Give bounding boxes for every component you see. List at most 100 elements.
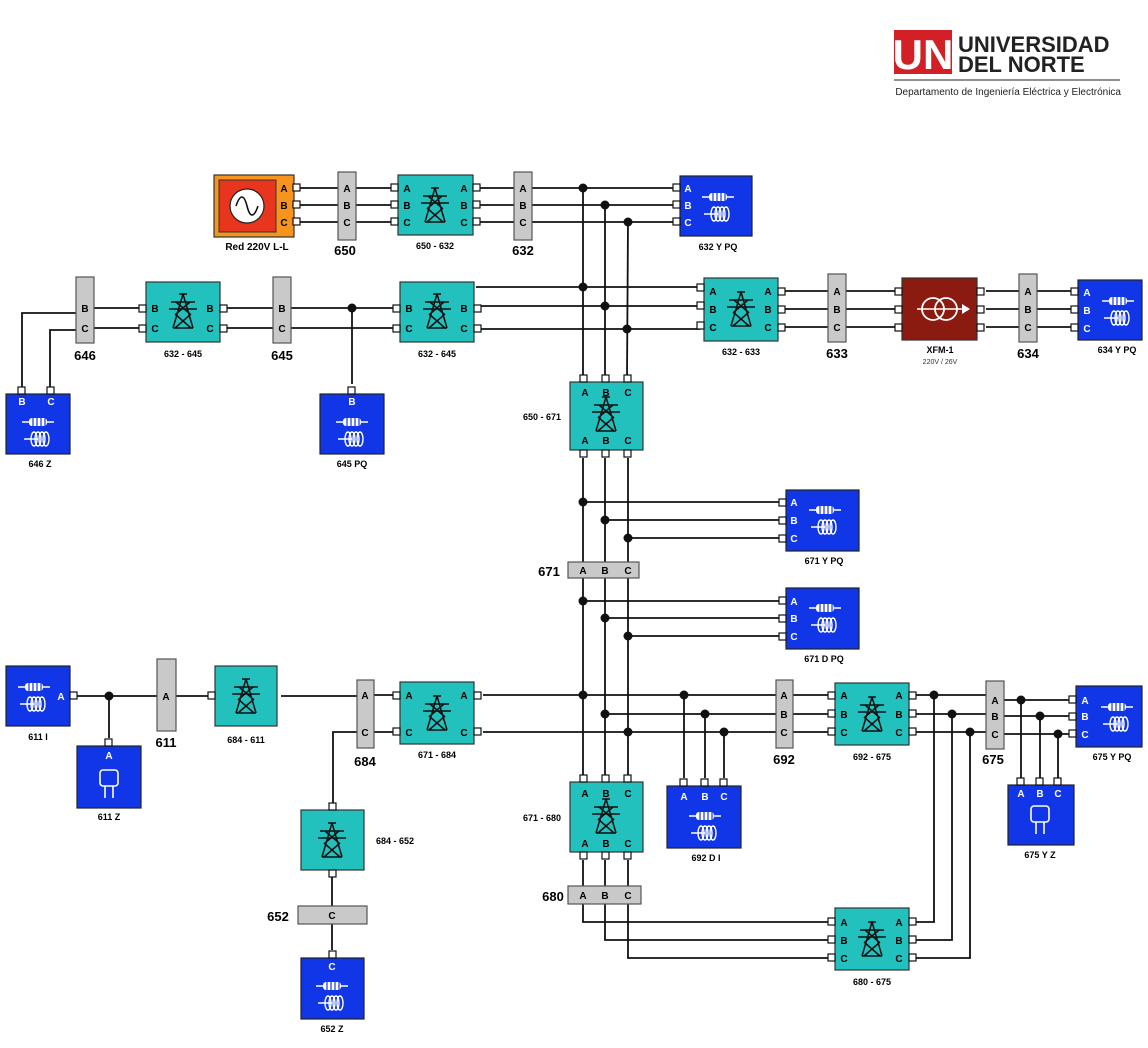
bus-671-phase-a: A <box>579 566 586 577</box>
load-645[interactable]: B <box>319 386 385 455</box>
load-632-phase-a: A <box>684 184 691 195</box>
load-675pq-phase-a: A <box>1081 696 1088 707</box>
line-632-645-left[interactable]: B C B C <box>138 281 228 343</box>
bus-611-phase-a: A <box>162 692 169 703</box>
load-645-phase-b: B <box>348 397 355 408</box>
bus-652[interactable]: C <box>297 905 368 925</box>
line-650-632-in-a: A <box>403 184 410 195</box>
load-692-phase-b: B <box>701 792 708 803</box>
bus-632-phase-b: B <box>519 201 526 212</box>
line-684-611[interactable] <box>207 665 278 727</box>
load-646[interactable]: B C <box>5 386 71 455</box>
line-680-675-in-b: B <box>840 936 847 947</box>
line-692-675-in-b: B <box>840 710 847 721</box>
load-634-phase-c: C <box>1083 324 1090 335</box>
load-692[interactable]: A B C <box>666 778 742 849</box>
line-650-671-in-c: C <box>624 388 631 399</box>
bus-692-label: 692 <box>773 752 795 767</box>
line-632-633[interactable]: A B C A B C <box>696 277 786 342</box>
line-671-684-in-c: C <box>405 728 412 739</box>
logo-department: Departamento de Ingeniería Eléctrica y E… <box>895 87 1121 98</box>
bus-634-phase-b: B <box>1024 305 1031 316</box>
load-675z[interactable]: A B C <box>1007 777 1075 846</box>
bus-671[interactable]: A B C <box>567 561 640 579</box>
bus-652-phase-c: C <box>328 911 335 922</box>
bus-645[interactable]: B C <box>272 276 292 344</box>
load-652-label: 652 Z <box>320 1024 344 1034</box>
load-671d-phase-c: C <box>790 632 797 643</box>
line-680-675-in-a: A <box>840 918 847 929</box>
line-632-645-left-out-b: B <box>206 304 213 315</box>
line-671-680[interactable]: A B C A B C <box>569 774 644 860</box>
bus-650-label: 650 <box>334 243 356 258</box>
bus-611[interactable]: A <box>156 658 177 732</box>
bus-684-phase-a: A <box>361 691 368 702</box>
transformer-xfm1[interactable] <box>894 277 985 341</box>
bus-684[interactable]: A C <box>356 679 375 749</box>
load-671-phase-a: A <box>790 498 797 509</box>
bus-680-phase-c: C <box>624 891 631 902</box>
bus-684-label: 684 <box>354 754 376 769</box>
load-611i[interactable]: A <box>5 665 78 727</box>
line-650-671-label: 650 - 671 <box>523 412 561 422</box>
bus-675[interactable]: A B C <box>985 680 1005 750</box>
line-650-671-out-c: C <box>624 436 631 447</box>
line-671-680-in-b: B <box>602 789 609 800</box>
load-634[interactable]: A B C <box>1070 279 1143 341</box>
bus-680[interactable]: A B C <box>567 885 642 905</box>
load-671d[interactable]: A B C <box>778 587 860 650</box>
bus-646-label: 646 <box>74 348 96 363</box>
bus-650-phase-c: C <box>343 218 350 229</box>
line-650-671-out-a: A <box>581 436 588 447</box>
load-632-phase-b: B <box>684 201 691 212</box>
load-671[interactable]: A B C <box>778 489 860 552</box>
bus-633-phase-a: A <box>833 287 840 298</box>
load-611i-label: 611 I <box>28 732 48 742</box>
load-632[interactable]: A B C <box>672 175 753 237</box>
bus-646[interactable]: B C <box>75 276 95 344</box>
bus-692-phase-b: B <box>780 710 787 721</box>
bus-652-label: 652 <box>267 909 289 924</box>
bus-675-label: 675 <box>982 752 1004 767</box>
line-632-633-out-a: A <box>764 287 771 298</box>
load-645-label: 645 PQ <box>337 459 368 469</box>
bus-692[interactable]: A B C <box>775 679 794 749</box>
line-680-675-label: 680 - 675 <box>853 977 891 987</box>
bus-633-label: 633 <box>826 346 848 361</box>
university-logo: UN UNIVERSIDAD DEL NORTE Departamento de… <box>893 30 1121 98</box>
line-632-645-left-in-c: C <box>151 324 158 335</box>
load-671d-phase-b: B <box>790 614 797 625</box>
line-650-632-out-c: C <box>460 218 467 229</box>
line-680-675-in-c: C <box>840 954 847 965</box>
load-675pq-label: 675 Y PQ <box>1093 752 1132 762</box>
load-675pq-phase-b: B <box>1081 712 1088 723</box>
line-632-645-right[interactable]: B C B C <box>392 281 482 343</box>
bus-692-phase-a: A <box>780 691 787 702</box>
line-692-675-label: 692 - 675 <box>853 752 891 762</box>
load-652-phase-c: C <box>328 962 335 973</box>
bus-645-phase-c: C <box>278 324 285 335</box>
load-675z-label: 675 Y Z <box>1024 850 1056 860</box>
bus-633[interactable]: A B C <box>827 273 847 343</box>
line-671-684[interactable]: A C A C <box>392 681 482 745</box>
line-692-675[interactable]: A B C A B C <box>827 682 917 746</box>
bus-650[interactable]: A B C <box>337 171 357 241</box>
line-671-680-in-c: C <box>624 789 631 800</box>
load-675pq[interactable]: A B C <box>1068 685 1143 748</box>
line-650-671[interactable]: A B C A B C <box>569 374 644 458</box>
load-611z[interactable]: A <box>76 738 142 809</box>
bus-646-phase-b: B <box>81 304 88 315</box>
bus-634[interactable]: A B C <box>1018 273 1038 343</box>
line-632-645-left-label: 632 - 645 <box>164 349 202 359</box>
line-692-675-out-c: C <box>895 728 902 739</box>
line-684-652-label: 684 - 652 <box>376 836 414 846</box>
grid-source[interactable]: A B C <box>213 174 301 238</box>
line-680-675[interactable]: A B C A B C <box>827 907 917 971</box>
bus-671-phase-b: B <box>601 566 608 577</box>
line-671-684-in-a: A <box>405 691 412 702</box>
line-650-632[interactable]: A B C A B C <box>390 174 481 236</box>
bus-632[interactable]: A B C <box>513 171 533 241</box>
line-692-675-out-a: A <box>895 691 902 702</box>
load-652[interactable]: C <box>300 950 365 1020</box>
line-684-652[interactable] <box>300 802 365 878</box>
